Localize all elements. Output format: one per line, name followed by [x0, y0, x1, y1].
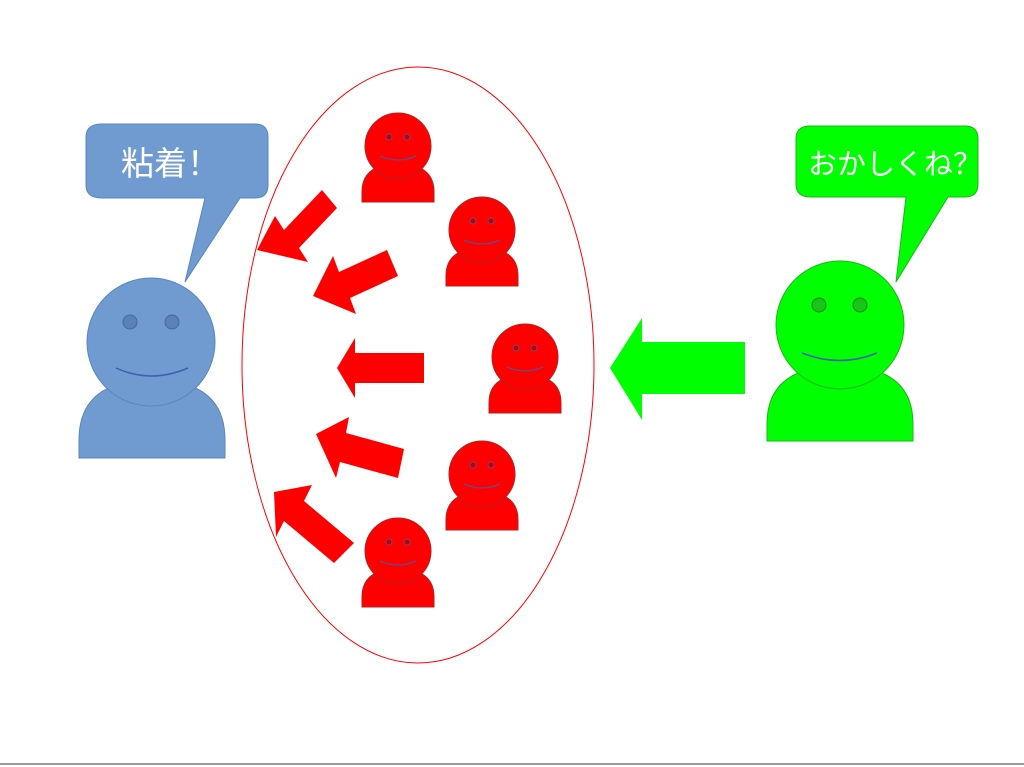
right-person [766, 260, 914, 442]
red-person-eye [403, 538, 411, 546]
red-person-head [491, 323, 559, 391]
right-bubble-shape [795, 125, 979, 283]
left-bubble-shape [85, 123, 269, 283]
red-person-smile [379, 155, 417, 161]
red-person-head [364, 517, 432, 585]
left-person-eye-right [164, 314, 180, 330]
left-bubble-text: 粘着！ [121, 144, 220, 183]
left-speech-bubble: 粘着！ [85, 123, 269, 283]
right-person-eye-left [811, 297, 827, 313]
red-arrow-1 [257, 190, 337, 262]
attack-arrows [257, 190, 424, 563]
bottom-border-line [0, 763, 1024, 765]
red-person-eye [512, 344, 520, 352]
red-person-eye [469, 461, 477, 469]
red-person-head [364, 112, 432, 180]
red-person-eye [487, 217, 495, 225]
red-person-5 [361, 517, 435, 608]
red-arrow-4 [316, 417, 404, 478]
red-person-eye [469, 217, 477, 225]
red-arrow-5 [274, 485, 354, 563]
red-person-smile [506, 366, 544, 372]
red-arrow-3 [337, 338, 424, 398]
green-arrow [610, 318, 745, 420]
right-person-head [775, 260, 905, 390]
red-person-eye [403, 133, 411, 141]
right-person-smile [801, 352, 878, 362]
left-person [78, 277, 226, 459]
left-person-smile [115, 367, 189, 377]
left-person-head [86, 277, 216, 407]
group-ellipse [241, 66, 595, 664]
red-person-eye [530, 344, 538, 352]
left-person-eye-left [122, 314, 138, 330]
red-person-head [448, 440, 516, 508]
red-person-eye [385, 133, 393, 141]
red-person-2 [445, 196, 519, 287]
red-person-eye [385, 538, 393, 546]
red-person-3 [488, 323, 562, 414]
red-person-4 [445, 440, 519, 531]
red-person-1 [361, 112, 435, 203]
right-speech-bubble: おかしくね？ [795, 125, 982, 283]
red-person-smile [463, 483, 501, 489]
red-person-smile [463, 239, 501, 245]
right-person-eye-right [852, 297, 868, 313]
red-arrow-2 [313, 250, 398, 314]
red-person-head [448, 196, 516, 264]
right-bubble-text: おかしくね？ [808, 147, 982, 181]
red-person-smile [379, 560, 417, 566]
red-person-eye [487, 461, 495, 469]
